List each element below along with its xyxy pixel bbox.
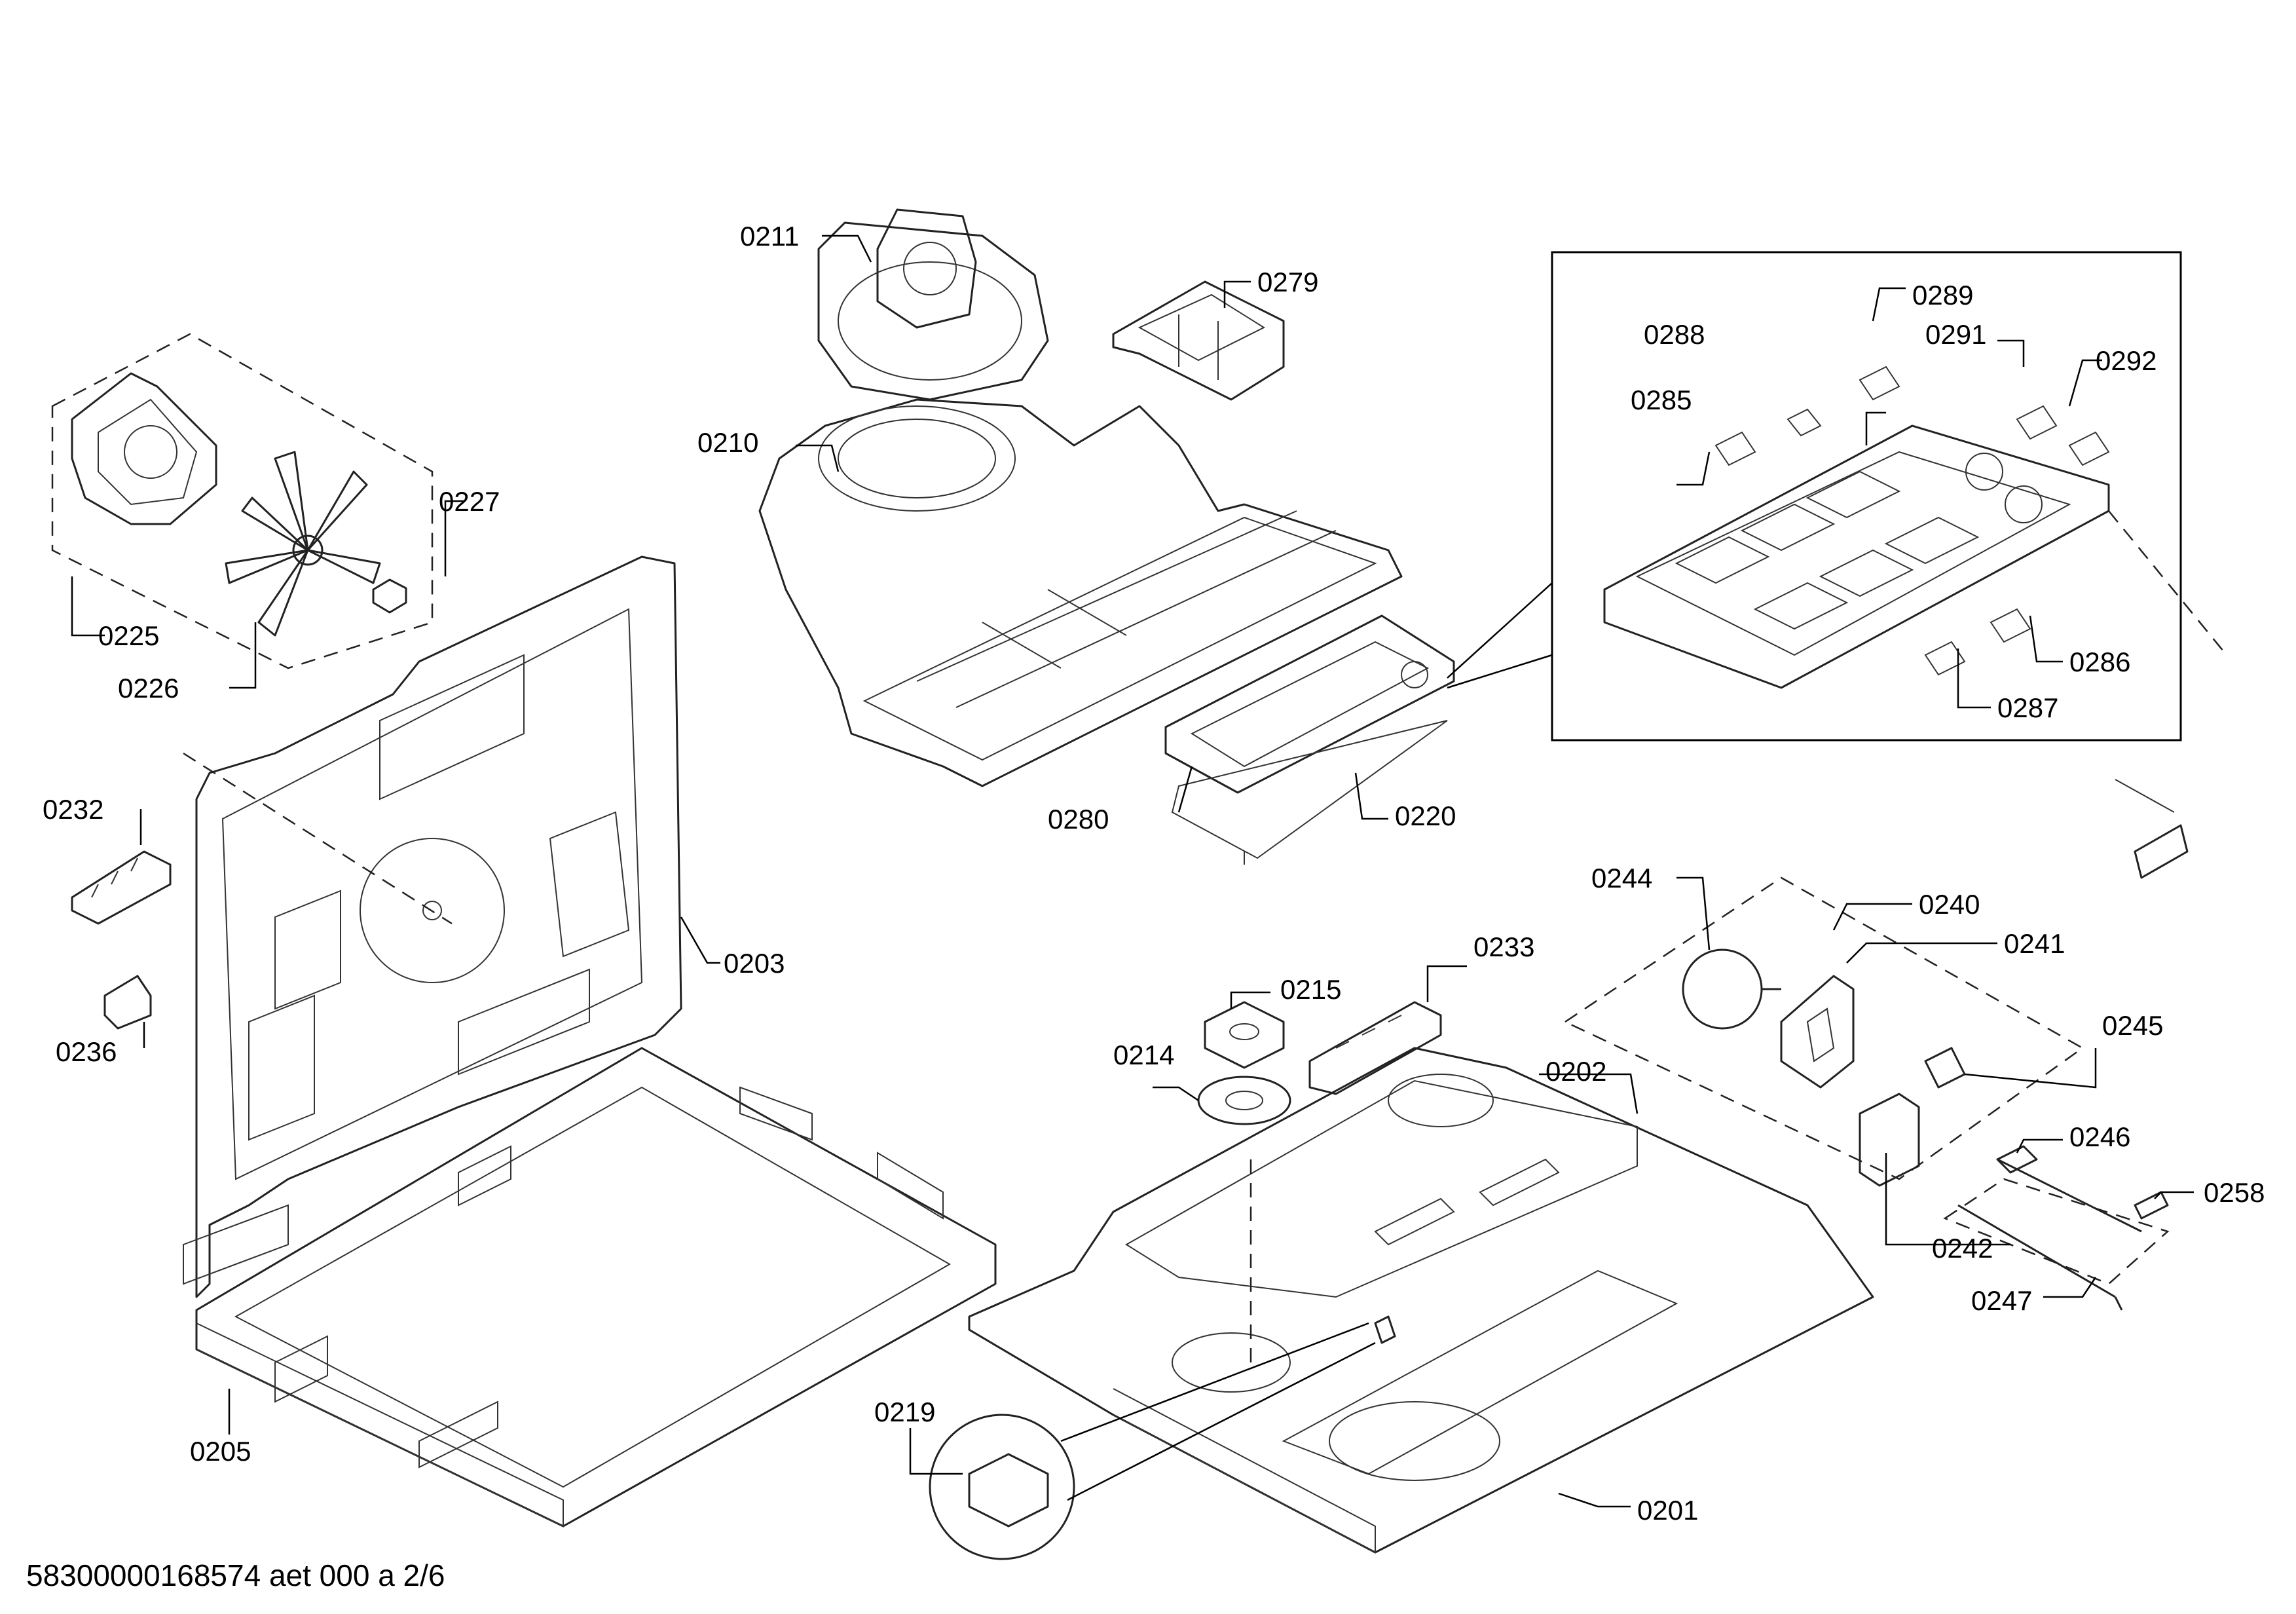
label-0291: 0291 xyxy=(1925,319,1986,350)
label-0245: 0245 xyxy=(2102,1010,2163,1041)
part-labels: 0211 0279 0210 0289 0288 0291 0292 0285 … xyxy=(43,221,2265,1526)
label-0286: 0286 xyxy=(2069,647,2130,677)
label-0226: 0226 xyxy=(118,673,179,704)
label-0211: 0211 xyxy=(740,221,799,252)
label-0232: 0232 xyxy=(43,794,103,825)
label-0242: 0242 xyxy=(1932,1233,1993,1264)
module-cover xyxy=(1112,280,1285,401)
label-0219: 0219 xyxy=(874,1397,935,1427)
label-0279: 0279 xyxy=(1257,267,1318,297)
label-0203: 0203 xyxy=(724,948,785,979)
control-module xyxy=(1164,614,1455,865)
label-0205: 0205 xyxy=(190,1436,251,1467)
label-0247: 0247 xyxy=(1971,1285,2032,1316)
label-0225: 0225 xyxy=(98,620,159,651)
label-0201: 0201 xyxy=(1637,1495,1698,1526)
door-lock-group xyxy=(1563,876,2084,1187)
rod-group xyxy=(1943,1145,2170,1311)
label-0233: 0233 xyxy=(1473,931,1534,962)
label-0210: 0210 xyxy=(697,427,758,458)
terminal-strip xyxy=(71,850,172,1030)
label-0280: 0280 xyxy=(1048,804,1109,835)
leader-lines xyxy=(71,235,2194,1508)
label-0287: 0287 xyxy=(1997,692,2058,723)
label-0214: 0214 xyxy=(1113,1040,1174,1070)
label-0246: 0246 xyxy=(2069,1121,2130,1152)
fasteners xyxy=(1197,1001,1291,1125)
convection-fan xyxy=(817,208,1049,401)
label-0202: 0202 xyxy=(1546,1056,1606,1087)
label-0227: 0227 xyxy=(439,486,500,517)
label-0258: 0258 xyxy=(2204,1177,2265,1208)
bottom-frame xyxy=(195,1047,997,1528)
label-0289: 0289 xyxy=(1912,280,1973,310)
label-0240: 0240 xyxy=(1919,889,1980,920)
label-0215: 0215 xyxy=(1280,974,1341,1005)
fan-motor-group xyxy=(51,333,434,669)
label-0241: 0241 xyxy=(2004,928,2065,959)
air-duct xyxy=(758,398,1403,787)
document-id-footer: 58300000168574 aet 000 a 2/6 xyxy=(26,1558,445,1592)
label-0292: 0292 xyxy=(2096,345,2157,376)
rear-wall xyxy=(183,555,682,1298)
cavity-floor xyxy=(968,1047,1874,1554)
label-0236: 0236 xyxy=(56,1036,117,1067)
terminal-block xyxy=(1308,1001,1442,1095)
detail-circle xyxy=(929,1315,1396,1560)
label-0285: 0285 xyxy=(1631,385,1692,415)
label-0244: 0244 xyxy=(1591,863,1652,893)
label-0220: 0220 xyxy=(1395,800,1456,831)
control-board-inset xyxy=(1447,251,2227,879)
label-0288: 0288 xyxy=(1644,319,1705,350)
